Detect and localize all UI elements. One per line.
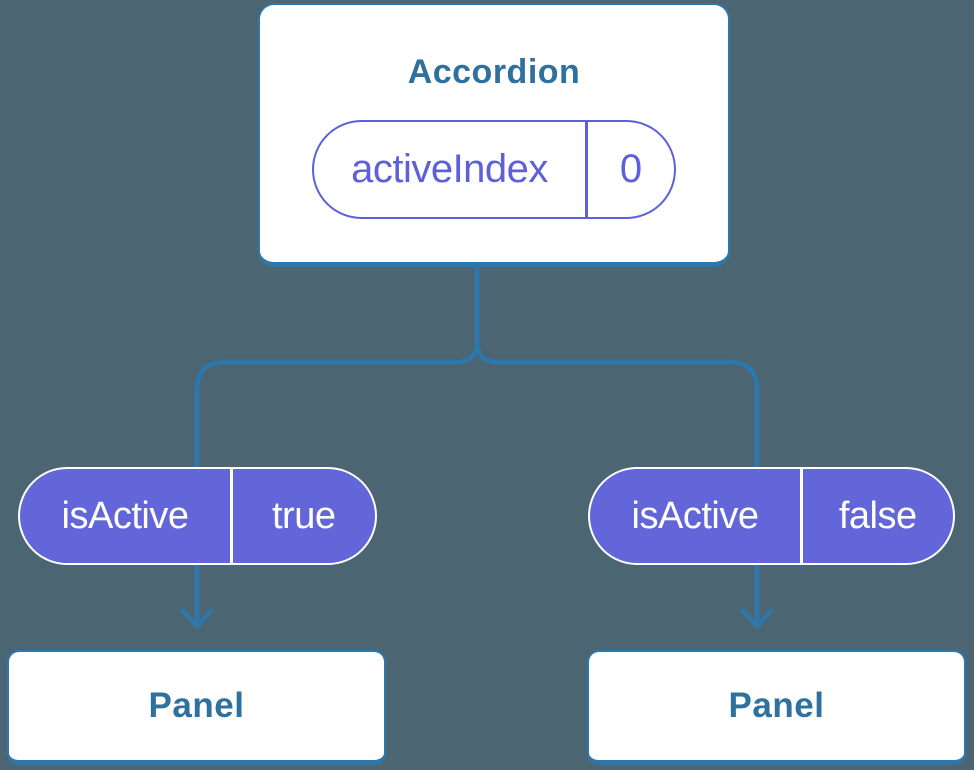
prop-pill-left: isActive true <box>18 467 377 565</box>
pill-divider <box>230 469 233 563</box>
pill-divider <box>800 469 803 563</box>
accordion-component-card: Accordion activeIndex 0 <box>258 3 730 267</box>
panel-component-card-right: Panel <box>587 650 966 765</box>
branch-connector-right <box>474 339 760 481</box>
prop-pill-value: true <box>272 494 336 537</box>
state-pill-name: activeIndex <box>351 147 548 191</box>
state-pill: activeIndex 0 <box>312 120 676 219</box>
state-pill-value: 0 <box>619 147 642 191</box>
component-title: Panel <box>148 686 245 725</box>
branch-connector-left <box>194 262 480 481</box>
prop-pill-name: isActive <box>61 494 189 537</box>
panel-component-card-left: Panel <box>7 650 386 765</box>
component-title: Accordion <box>407 53 581 91</box>
prop-pill-value: false <box>838 494 917 537</box>
pill-divider <box>585 122 588 217</box>
prop-pill-right: isActive false <box>588 467 955 565</box>
prop-pill-name: isActive <box>631 494 759 537</box>
component-title: Panel <box>728 686 825 725</box>
